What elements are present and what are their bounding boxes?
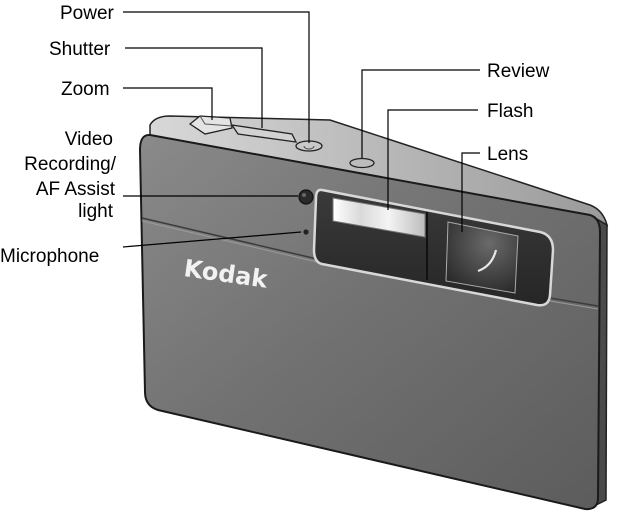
flash-window [332, 197, 426, 238]
microphone-hole [303, 229, 309, 235]
zoom-label: Zoom [61, 79, 110, 100]
power-leader-line [123, 11, 310, 143]
svg-text:AF Assist: AF Assist [36, 179, 116, 200]
power-label: Power [60, 3, 115, 24]
zoom-leader-line [123, 87, 213, 120]
video-recording-label: Video Recording/ AF Assist light [24, 129, 117, 222]
shutter-label: Shutter [49, 39, 111, 60]
flash-label: Flash [487, 101, 533, 122]
leader-lines [122, 11, 480, 248]
af-assist-light [298, 189, 314, 205]
zoom-lever[interactable] [188, 115, 233, 135]
review-button[interactable] [349, 157, 375, 169]
microphone-leader-line [122, 231, 302, 248]
review-leader-line [361, 69, 480, 158]
lens-label: Lens [487, 144, 528, 165]
svg-text:Recording/: Recording/ [24, 154, 117, 175]
shutter-leader-line [125, 47, 263, 128]
lens [445, 221, 519, 294]
svg-text:Video: Video [65, 129, 113, 150]
svg-text:light: light [78, 201, 114, 222]
shutter-button[interactable] [230, 124, 298, 143]
flash-leader-line [387, 109, 478, 210]
camera-body [138, 115, 609, 511]
microphone-label: Microphone [0, 246, 99, 267]
lens-leader-line [461, 152, 480, 232]
review-label: Review [487, 61, 550, 82]
